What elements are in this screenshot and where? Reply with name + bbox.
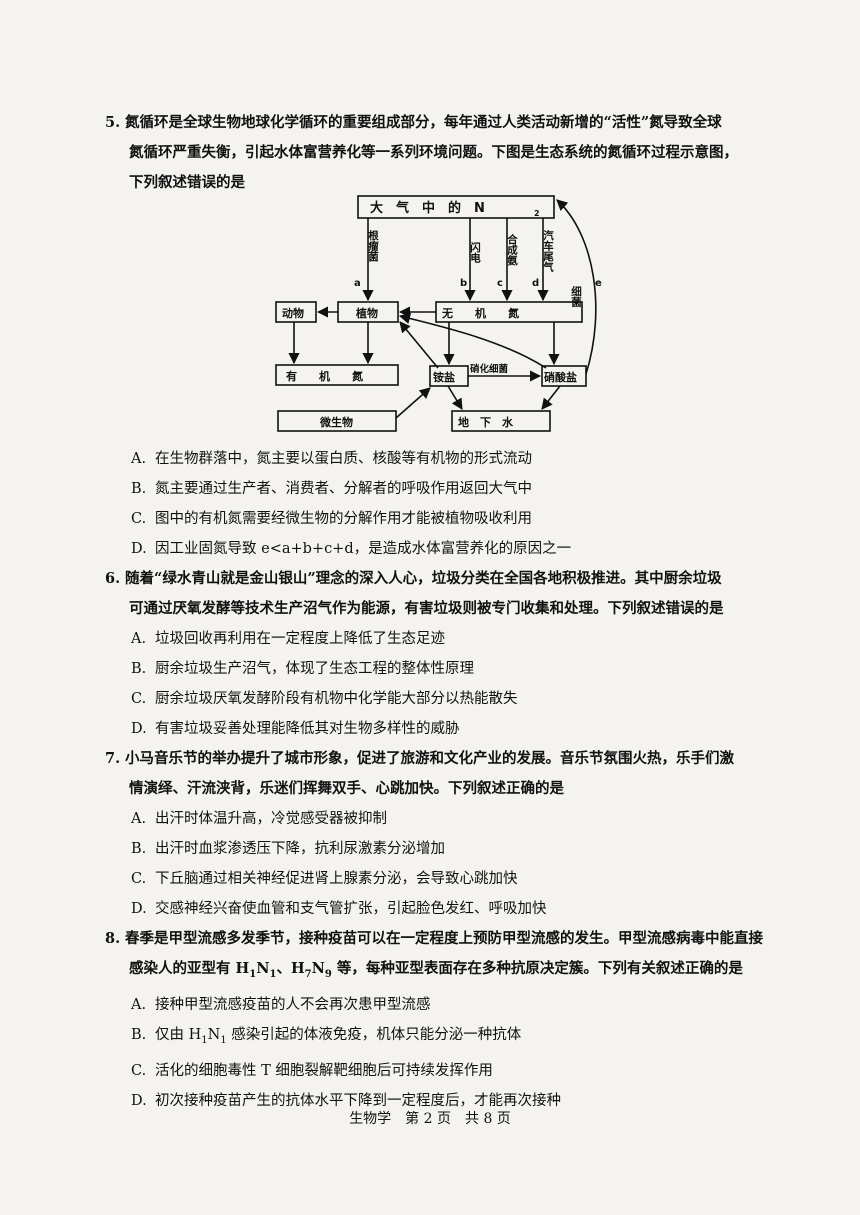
atmosphere-box: 大 气 中 的 N	[370, 200, 485, 216]
lightning-label: 闪电	[469, 241, 481, 264]
option-c[interactable]: C.活化的细胞毒性 T 细胞裂解靶细胞后可持续发挥作用	[131, 1062, 493, 1079]
question-6-stem: 6.随着“绿水青山就是金山银山”理念的深入人心，垃圾分类在全国各地积极推进。其中…	[105, 570, 724, 617]
option-a[interactable]: A.垃圾回收再利用在一定程度上降低了生态足迹	[131, 631, 445, 647]
groundwater-node: 地 下 水	[458, 415, 514, 429]
ammonium-node: 铵盐	[433, 370, 455, 384]
option-d[interactable]: D.初次接种疫苗产生的抗体水平下降到一定程度后，才能再次接种	[131, 1092, 561, 1109]
car-exhaust-label: 汽车尾气	[542, 229, 554, 273]
option-a[interactable]: A.在生物群落中，氮主要以蛋白质、核酸等有机物的形式流动	[131, 451, 532, 467]
question-6: 6.随着“绿水青山就是金山银山”理念的深入人心，垃圾分类在全国各地积极推进。其中…	[105, 564, 785, 744]
question-5: 5.氮循环是全球生物地球化学循环的重要组成部分，每年通过人类活动新增的“活性”氮…	[105, 108, 785, 198]
question-7: 7.小马音乐节的举办提升了城市形象，促进了旅游和文化产业的发展。音乐节氛围火热，…	[105, 744, 785, 924]
option-c[interactable]: C.图中的有机氮需要经微生物的分解作用才能被植物吸收利用	[131, 511, 532, 527]
microbe-node: 微生物	[319, 415, 353, 429]
nitrate-node: 硝酸盐	[544, 370, 577, 384]
organic-nitrogen-node: 有 机 氮	[286, 369, 363, 383]
option-b[interactable]: B.出汗时血浆渗透压下降，抗利尿激素分泌增加	[131, 841, 445, 857]
question-8-stem: 8.春季是甲型流感多发季节，接种疫苗可以在一定程度上预防甲型流感的发生。甲型流感…	[105, 930, 763, 980]
nitrogen-cycle-diagram: 大 气 中 的 N 2 动物 植物 无 机 氮 有 机 氮 铵盐 硝酸盐 微生物…	[275, 195, 602, 432]
animal-node: 动物	[282, 306, 304, 320]
letter-c: c	[497, 278, 503, 289]
option-b[interactable]: B.仅由 H1N1 感染引起的体液免疫，机体只能分泌一种抗体	[131, 1026, 522, 1046]
option-d[interactable]: D.交感神经兴奋使血管和支气管扩张，引起脸色发红、呼吸加快	[131, 901, 547, 917]
question-5-options: A.在生物群落中，氮主要以蛋白质、核酸等有机物的形式流动 B.氮主要通过生产者、…	[105, 444, 785, 564]
question-7-stem: 7.小马音乐节的举办提升了城市形象，促进了旅游和文化产业的发展。音乐节氛围火热，…	[105, 750, 734, 797]
option-d[interactable]: D.有害垃圾妥善处理能降低其对生物多样性的威胁	[131, 721, 460, 737]
option-d[interactable]: D.因工业固氮导致 e<a+b+c+d，是造成水体富营养化的原因之一	[131, 541, 572, 557]
inorganic-nitrogen-node: 无 机 氮	[441, 306, 519, 320]
question-number: 5.	[105, 114, 121, 131]
question-5-stem: 5.氮循环是全球生物地球化学循环的重要组成部分，每年通过人类活动新增的“活性”氮…	[105, 108, 785, 198]
bacteria-label: 细菌	[570, 285, 582, 308]
option-a[interactable]: A.出汗时体温升高，冷觉感受器被抑制	[131, 811, 387, 827]
plant-node: 植物	[355, 306, 378, 320]
option-a[interactable]: A.接种甲型流感疫苗的人不会再次患甲型流感	[131, 996, 431, 1013]
question-8: 8.春季是甲型流感多发季节，接种疫苗可以在一定程度上预防甲型流感的发生。甲型流感…	[105, 924, 785, 1116]
letter-d: d	[532, 278, 539, 289]
letter-a: a	[354, 278, 361, 289]
synthetic-ammonia-label: 合成氨	[506, 233, 518, 266]
option-c[interactable]: C.下丘脑通过相关神经促进肾上腺素分泌，会导致心跳加快	[131, 871, 518, 887]
letter-e: e	[595, 278, 602, 289]
option-b[interactable]: B.氮主要通过生产者、消费者、分解者的呼吸作用返回大气中	[131, 481, 532, 497]
nitrifying-bacteria-label: 硝化细菌	[470, 363, 509, 375]
root-nodule-label: 根瘤菌	[367, 229, 379, 262]
svg-text:2: 2	[534, 209, 540, 218]
letter-b: b	[460, 278, 467, 289]
page-footer: 生物学 第 2 页 共 8 页	[349, 1111, 511, 1127]
option-c[interactable]: C.厨余垃圾厌氧发酵阶段有机物中化学能大部分以热能散失	[131, 691, 518, 707]
option-b[interactable]: B.厨余垃圾生产沼气，体现了生态工程的整体性原理	[131, 661, 474, 677]
